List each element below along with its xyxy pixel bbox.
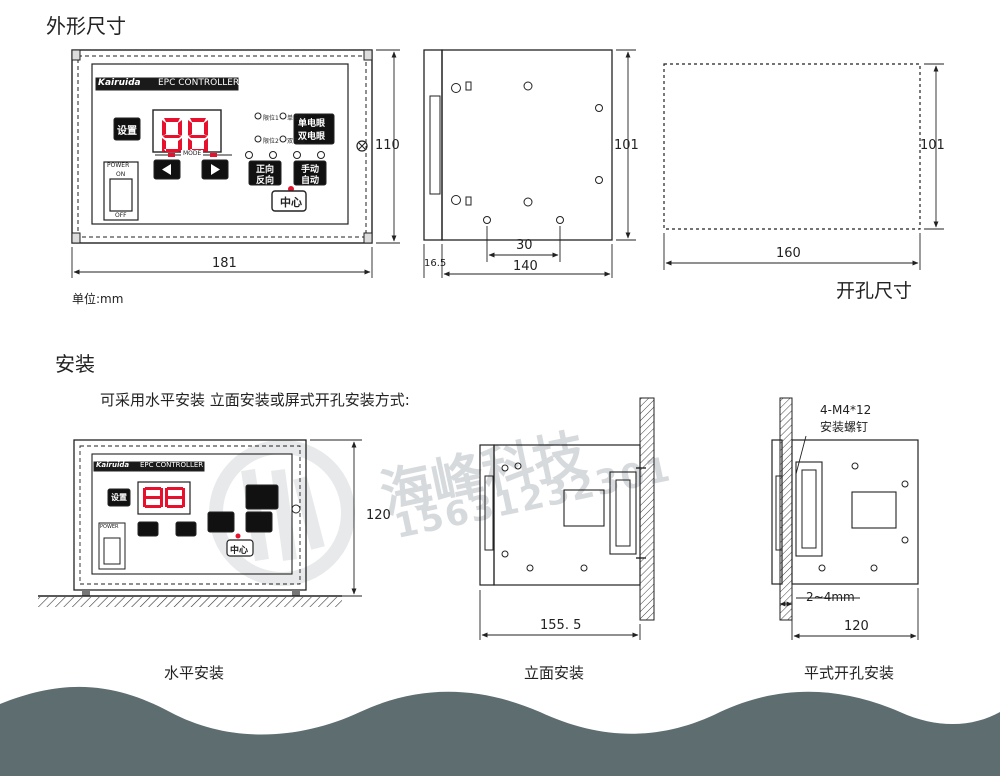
caption-horizontal: 水平安装 (164, 664, 225, 682)
center-button-small: 中心 (230, 546, 249, 556)
side-dimensions (423, 49, 636, 278)
indicator-limit1: 限位1 (263, 115, 279, 122)
screw-name: 安装螺钉 (820, 420, 869, 434)
dim-horizontal-height: 120 (366, 508, 391, 523)
display-digits (162, 118, 208, 152)
model-label-small: EPC CONTROLLER (140, 461, 204, 469)
screw-spec: 4-M4*12 (820, 403, 872, 417)
install-description: 可采用水平安装 立面安装或屏式开孔安装方式: (100, 391, 410, 409)
horizontal-install (38, 439, 362, 607)
power-label: POWER (107, 162, 130, 169)
dim-panel-width: 120 (844, 619, 869, 634)
dim-side-offset: 16.5 (424, 258, 447, 269)
center-button[interactable]: 中心 (280, 196, 302, 209)
vertical-install (479, 397, 655, 640)
forward-button[interactable]: 正向 (256, 165, 275, 175)
panel-install (771, 397, 919, 640)
indicator-single-eye: 单电眼 (287, 115, 306, 122)
install-title: 安装 (55, 352, 95, 376)
cutout-view (663, 63, 944, 270)
wave-footer (0, 686, 1000, 776)
power-label-small: POWER (100, 524, 119, 530)
auto-button[interactable]: 自动 (301, 176, 320, 186)
dim-hole-spacing: 30 (516, 238, 533, 253)
dim-side-height: 101 (614, 138, 639, 153)
front-dimensions (71, 49, 400, 278)
caption-panel: 平式开孔安装 (804, 664, 895, 682)
dim-cutout-height: 101 (920, 138, 945, 153)
brand-label-small: Kairuida (96, 461, 130, 469)
side-view (423, 49, 613, 241)
model-label: EPC CONTROLLER (158, 78, 240, 88)
horizontal-display-digits (143, 487, 185, 508)
brand-label: Kairuida (98, 78, 141, 88)
panel-thickness: 2~4mm (806, 590, 855, 604)
cutout-label: 开孔尺寸 (836, 280, 913, 302)
single-eye-button[interactable]: 单电眼 (298, 119, 326, 129)
power-off-label: OFF (115, 212, 127, 219)
power-on-label: ON (116, 171, 126, 178)
front-view (71, 49, 373, 244)
unit-label: 单位:mm (72, 292, 124, 306)
watermark-logo (209, 440, 355, 586)
manual-button[interactable]: 手动 (301, 165, 320, 175)
caption-vertical: 立面安装 (524, 664, 585, 682)
dim-front-width: 181 (212, 256, 237, 271)
reverse-button[interactable]: 反向 (256, 176, 275, 186)
dim-cutout-width: 160 (776, 246, 801, 261)
set-button[interactable]: 设置 (117, 126, 137, 137)
indicator-double-eye: 双电眼 (287, 138, 306, 145)
indicator-limit2: 限位2 (263, 138, 279, 145)
set-button-small: 设置 (111, 493, 127, 502)
double-eye-button[interactable]: 双电眼 (298, 132, 326, 142)
mode-label: MODE (181, 150, 204, 157)
dim-front-height: 110 (375, 138, 400, 153)
outline-title: 外形尺寸 (46, 14, 126, 38)
dim-vertical-depth: 155. 5 (540, 618, 582, 633)
dim-side-depth: 140 (513, 259, 538, 274)
